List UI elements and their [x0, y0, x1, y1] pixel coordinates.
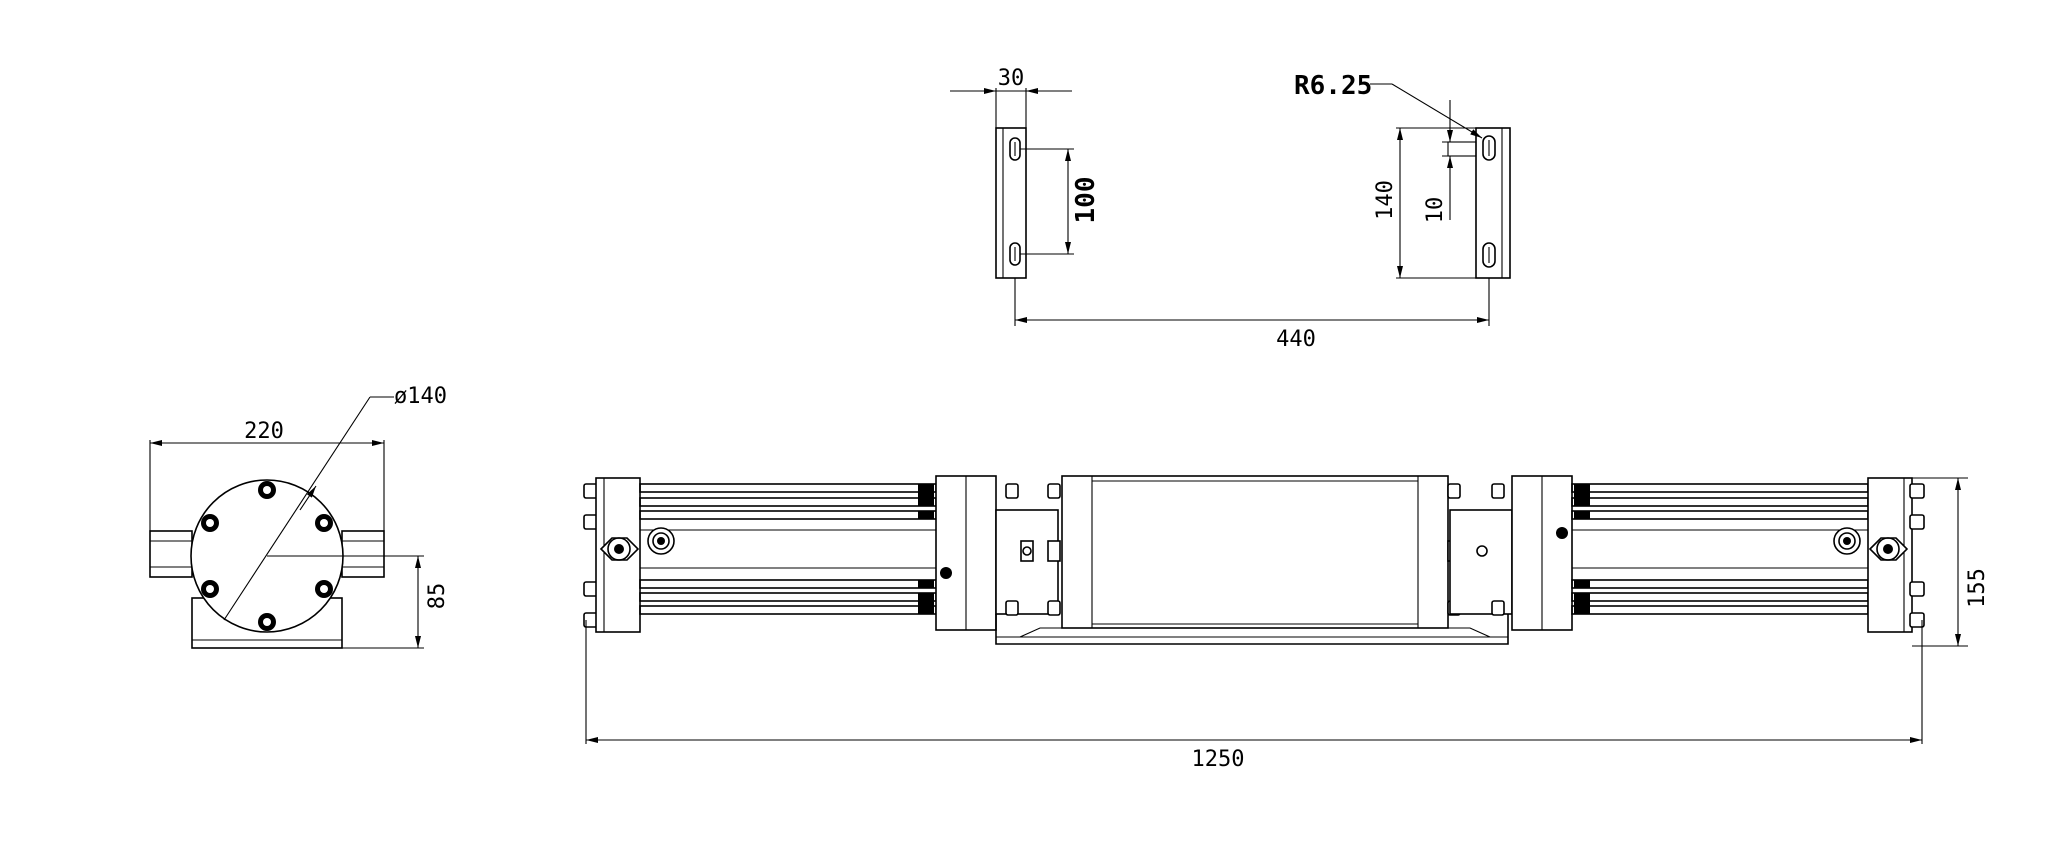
dim-center-height: 85 — [342, 556, 450, 649]
dim-slot-offset: 10 — [1423, 100, 1476, 223]
right-end-cap — [1867, 477, 1925, 633]
dim-slot-spacing: 100 — [1020, 148, 1101, 255]
flange-bolts — [201, 481, 333, 631]
dim-label-r625: R6.25 — [1294, 71, 1372, 101]
dim-bracket-height: 140 — [1373, 127, 1476, 279]
left-tie-rods — [639, 483, 937, 615]
left-bracket — [995, 127, 1027, 279]
dim-label-30: 30 — [998, 66, 1025, 91]
dim-label-100: 100 — [1071, 177, 1101, 224]
dim-overall-height: 155 — [1912, 477, 1990, 647]
dim-overall-length: 1250 — [585, 620, 1923, 772]
cylinder-body — [1061, 475, 1449, 629]
dim-bracket-thickness: 30 — [950, 66, 1072, 128]
dim-label-85: 85 — [425, 583, 450, 610]
left-end-cap — [583, 477, 641, 633]
dim-bracket-spacing: 440 — [1014, 278, 1490, 352]
dim-label-440: 440 — [1276, 327, 1316, 352]
radius-callout: R6.25 — [1294, 71, 1483, 139]
end-view: ø140 220 85 — [149, 384, 450, 649]
dim-label-10: 10 — [1423, 197, 1448, 224]
left-middle-block — [935, 475, 1061, 631]
dim-end-width: 220 — [149, 419, 385, 531]
front-view-assembly: 155 1250 — [583, 475, 1990, 772]
right-bracket — [1447, 127, 1511, 279]
right-tie-rods — [1571, 483, 1869, 615]
dim-label-1250: 1250 — [1192, 747, 1245, 772]
bracket-top-view: 30 100 140 10 R6.25 — [950, 66, 1511, 352]
dim-label-diameter: ø140 — [394, 384, 447, 409]
dim-label-140: 140 — [1373, 180, 1398, 220]
right-middle-block — [1447, 475, 1573, 631]
dim-label-155: 155 — [1965, 568, 1990, 608]
base-plate — [995, 614, 1509, 645]
dim-label-220: 220 — [244, 419, 284, 444]
